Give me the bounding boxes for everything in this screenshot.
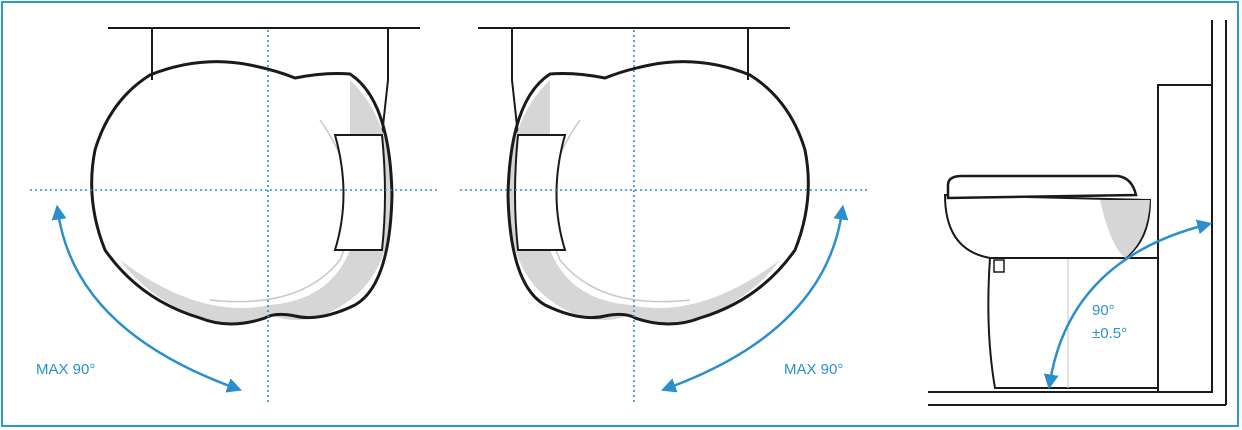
left-tank-side [381, 28, 389, 136]
right-hinge-bracket [514, 134, 567, 251]
side-angle-arrow-icon [1043, 219, 1213, 390]
right-inner-line [548, 119, 691, 303]
right-max-angle-label: MAX 90° [784, 361, 843, 378]
left-rim-shade [120, 80, 392, 324]
left-inner-line [209, 119, 352, 303]
side-lid [946, 174, 1138, 200]
right-rim-shade [508, 80, 780, 324]
right-toilet-top-view: MAX 90° [460, 27, 870, 405]
side-fitting [993, 259, 1005, 273]
side-pedestal [987, 254, 1159, 389]
left-rotation-arrow-icon [51, 204, 243, 393]
side-angle-label: 90° [1092, 302, 1115, 319]
left-max-angle-label: MAX 90° [36, 361, 95, 378]
left-hinge-bracket [333, 134, 386, 251]
toilet-side-view: 90° ±0.5° [928, 20, 1227, 406]
side-tolerance-label: ±0.5° [1092, 325, 1127, 342]
right-rotation-arrow-icon [660, 204, 849, 393]
right-tank-side [511, 28, 519, 136]
left-toilet-top-view: MAX 90° [30, 27, 440, 405]
